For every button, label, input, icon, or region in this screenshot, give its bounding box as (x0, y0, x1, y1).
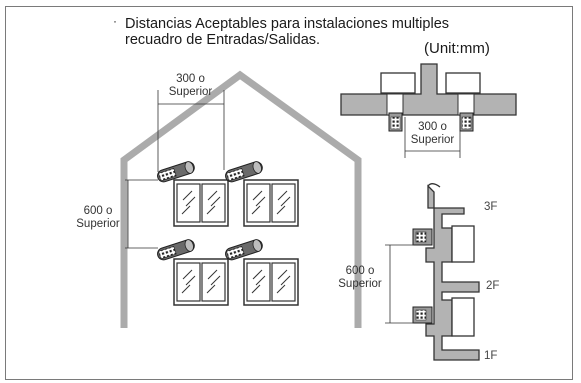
caption-line-2: recuadro de Entradas/Salidas. (125, 32, 321, 48)
unit-label: (Unit:mm) (424, 40, 490, 57)
top-view-wall (340, 63, 517, 116)
side-view-vertical-label-text: 600 o Superior (338, 265, 382, 290)
floor-label-2f: 2F (486, 280, 500, 292)
house-vertical-label-text: 600 o Superior (76, 205, 120, 230)
caption-line-1: Distancias Aceptables para instalaciones… (125, 16, 450, 32)
house-outline (120, 70, 362, 328)
top-view-horizontal-label: 300 o Superior (405, 121, 460, 147)
house-horizontal-label: 300 o Superior (163, 73, 218, 99)
house-vertical-label: 600 o Superior (68, 205, 128, 231)
top-view-dimension-lines (404, 117, 461, 158)
side-view-vertical-label: 600 o Superior (331, 265, 389, 291)
side-view-vents (412, 228, 433, 324)
side-view-wall (425, 183, 480, 361)
top-view-horizontal-label-text: 300 o Superior (410, 121, 455, 146)
floor-label-3f: 3F (484, 201, 498, 213)
house-horizontal-label-text: 300 o Superior (168, 73, 213, 98)
caption-bullet: · (113, 14, 117, 28)
house-dimension-lines (125, 90, 225, 249)
side-view-dimension-lines (385, 244, 414, 324)
top-view-vents (388, 112, 474, 132)
floor-label-1f: 1F (484, 350, 498, 362)
figure-frame (5, 6, 573, 380)
caption: · Distancias Aceptables para instalacion… (113, 14, 450, 48)
